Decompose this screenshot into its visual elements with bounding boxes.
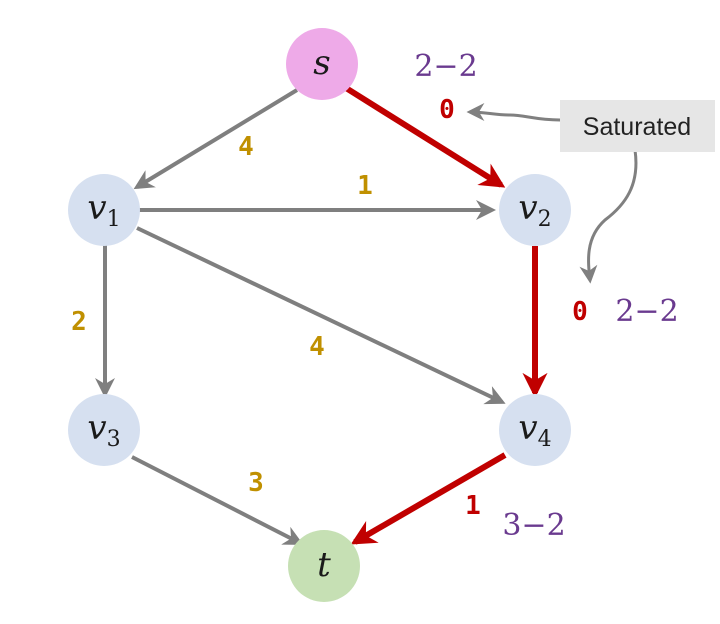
flow-label-v4-t: 3−2 xyxy=(502,508,565,543)
node-v2-label: v xyxy=(518,188,537,228)
node-t: t xyxy=(288,530,360,602)
svg-text:v4: v4 xyxy=(518,408,551,452)
node-s: s xyxy=(286,28,358,100)
node-v2-subscript: 2 xyxy=(538,207,552,232)
residual-label-s-v2: 0 xyxy=(439,95,455,125)
flow-label-s-v2: 2−2 xyxy=(414,49,477,84)
callout-text: Saturated xyxy=(583,113,691,141)
capacity-label-v1-v2: 1 xyxy=(357,171,373,201)
node-s-label: s xyxy=(313,43,330,83)
node-t-label: t xyxy=(317,545,331,585)
node-v3: v3 xyxy=(68,394,140,466)
svg-text:v3: v3 xyxy=(87,408,120,452)
node-v1: v1 xyxy=(68,174,140,246)
node-v1-label: v xyxy=(87,188,106,228)
edge-v4-t xyxy=(350,452,507,545)
capacity-label-v3-t: 3 xyxy=(248,468,264,498)
flow-label-v2-v4: 2−2 xyxy=(615,294,678,329)
node-v4-subscript: 4 xyxy=(538,427,552,452)
callout-box xyxy=(560,100,715,152)
node-v3-subscript: 3 xyxy=(107,427,121,452)
capacity-label-v1-v4: 4 xyxy=(309,332,325,362)
callout-pointer-bottom xyxy=(579,149,638,284)
svg-text:v1: v1 xyxy=(87,188,120,232)
node-v4: v4 xyxy=(499,394,571,466)
edge-s-v1 xyxy=(133,88,299,190)
edge-v3-t xyxy=(131,455,304,545)
capacity-label-s-v1: 4 xyxy=(238,132,254,162)
node-v1-subscript: 1 xyxy=(107,207,121,232)
residual-label-v2-v4: 0 xyxy=(572,297,588,327)
residual-label-v4-t: 1 xyxy=(465,491,481,521)
edge-v1-v4 xyxy=(136,226,506,405)
capacity-label-v1-v3: 2 xyxy=(71,307,87,337)
callout-pointer-top xyxy=(466,103,561,122)
edge-s-v2 xyxy=(344,85,506,188)
svg-text:v2: v2 xyxy=(518,188,551,232)
node-v2: v2 xyxy=(499,174,571,246)
node-v3-label: v xyxy=(87,408,106,448)
node-v4-label: v xyxy=(518,408,537,448)
